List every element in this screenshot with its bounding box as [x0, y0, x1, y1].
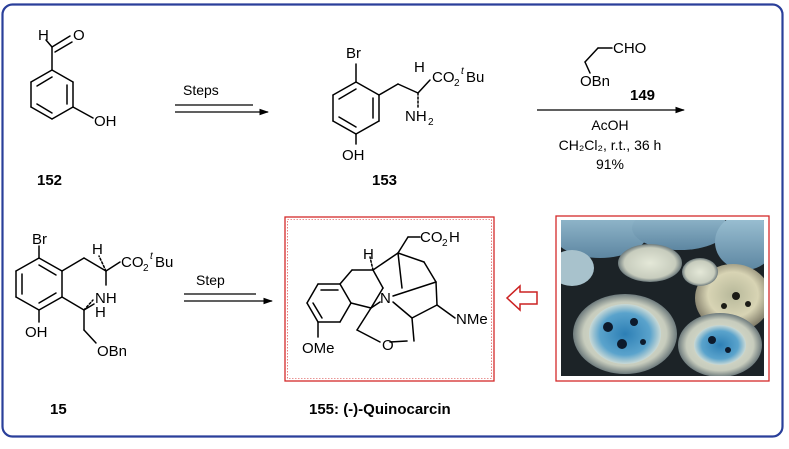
- sub-2-153: 2: [454, 78, 460, 89]
- sup-t-153: t: [461, 66, 465, 77]
- bacteria-colony-photo: [555, 215, 770, 382]
- sub-NH2-153: 2: [428, 117, 434, 128]
- atom-H-153: H: [414, 59, 425, 76]
- compound-152-structure: [30, 35, 94, 120]
- compound-label-153: 153: [372, 172, 397, 189]
- atom-NH2-153: NH: [405, 108, 427, 125]
- hollow-arrow: [505, 284, 538, 312]
- sup-t-15: t: [150, 251, 154, 262]
- acid-H-155: H: [449, 229, 460, 246]
- quinocarcin-highlight-box: [284, 216, 495, 382]
- atom-O-152: O: [73, 27, 85, 44]
- compound-155-structure: [306, 236, 456, 343]
- atom-N-155: N: [380, 290, 391, 307]
- ester-CO-15: CO: [121, 254, 144, 271]
- acid-CO-155: CO: [420, 229, 443, 246]
- outer-frame: [1, 3, 784, 438]
- atom-NMe-155: NMe: [456, 311, 488, 328]
- atom-OH-152: OH: [94, 113, 117, 130]
- compound-label-152: 152: [37, 172, 62, 189]
- compound-label-15: 15: [50, 401, 67, 418]
- compound-153-structure: [332, 63, 431, 145]
- atom-OMe-155: OMe: [302, 340, 335, 357]
- reagent-acoh: AcOH: [591, 117, 628, 133]
- atom-OH-15: OH: [25, 324, 48, 341]
- sub-2-155: 2: [442, 238, 448, 249]
- atom-OBn-15: OBn: [97, 343, 127, 360]
- atom-OH-153: OH: [342, 147, 365, 164]
- ester-CO-153: CO: [432, 69, 455, 86]
- atom-Br-15: Br: [32, 231, 47, 248]
- compound-149-structure: [584, 47, 613, 74]
- atom-H-152: H: [38, 27, 49, 44]
- reagent-yield: 91%: [596, 156, 624, 172]
- compound-label-155: 155: (-)-Quinocarcin: [309, 401, 451, 418]
- reagent-steps: Steps: [183, 82, 219, 98]
- tBu-153: Bu: [466, 69, 484, 86]
- atom-CHO-149: CHO: [613, 40, 646, 57]
- reagent-solvent: CH₂Cl₂, r.t., 36 h: [559, 137, 662, 153]
- atom-H-15a: H: [92, 241, 103, 258]
- compound-15-structure: [15, 245, 121, 344]
- reagent-step: Step: [196, 272, 225, 288]
- atom-H-155: H: [363, 246, 374, 263]
- atom-OBn-149: OBn: [580, 73, 610, 90]
- atom-Br-153: Br: [346, 45, 361, 62]
- sub-2-15: 2: [143, 263, 149, 274]
- atom-NH-15: NH: [95, 290, 117, 307]
- atom-O-155: O: [382, 337, 394, 354]
- compound-label-149: 149: [630, 87, 655, 104]
- atom-H-15b: H: [95, 304, 106, 321]
- tBu-15: Bu: [155, 254, 173, 271]
